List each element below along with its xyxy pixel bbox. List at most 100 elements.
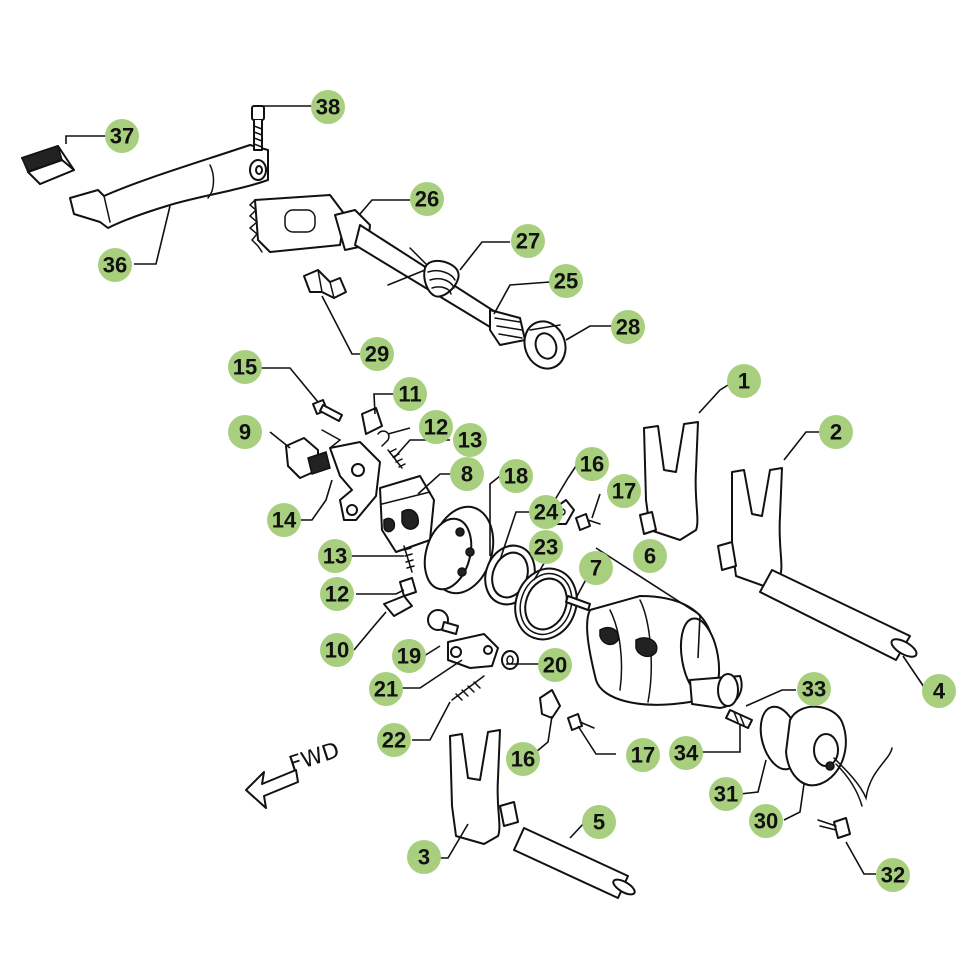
svg-text:9: 9	[239, 420, 251, 445]
svg-text:29: 29	[365, 342, 389, 367]
svg-text:34: 34	[674, 741, 699, 766]
shift-fork-1	[639, 421, 699, 541]
contact-34	[725, 709, 753, 729]
callout-24: 24	[529, 495, 563, 529]
callout-29: 29	[360, 337, 394, 371]
shift-fork-3	[449, 729, 519, 845]
svg-text:21: 21	[374, 677, 398, 702]
callout-22: 22	[377, 723, 411, 757]
svg-text:10: 10	[325, 638, 349, 663]
shift-shaft	[248, 194, 526, 346]
shaft-5	[513, 827, 636, 899]
callouts: 1 2 3 4 5 6 7 8 9 10 11 12 12 13 13 14 1…	[98, 90, 956, 892]
svg-text:13: 13	[458, 428, 482, 453]
svg-text:24: 24	[534, 500, 559, 525]
callout-3: 3	[407, 840, 441, 874]
svg-text:11: 11	[398, 382, 421, 407]
callout-16-bottom: 16	[506, 742, 540, 776]
svg-text:1: 1	[738, 369, 750, 394]
pedal-bolt	[251, 105, 265, 151]
callout-36: 36	[98, 248, 132, 282]
lever-21	[447, 633, 499, 669]
callout-9: 9	[228, 415, 262, 449]
svg-text:15: 15	[233, 355, 257, 380]
callout-18: 18	[499, 459, 533, 493]
callout-16-top: 16	[575, 447, 609, 481]
clip-12-top	[377, 430, 390, 447]
callout-10: 10	[320, 633, 354, 667]
svg-text:31: 31	[714, 782, 738, 807]
svg-text:20: 20	[543, 653, 567, 678]
callout-11: 11	[393, 377, 427, 411]
callout-8: 8	[450, 457, 484, 491]
svg-text:8: 8	[461, 462, 473, 487]
svg-text:13: 13	[323, 544, 347, 569]
callout-4: 4	[922, 674, 956, 708]
callout-38: 38	[311, 90, 345, 124]
svg-text:23: 23	[534, 535, 558, 560]
svg-text:27: 27	[516, 229, 540, 254]
forward-direction-arrow: FWD	[245, 738, 343, 809]
svg-text:16: 16	[511, 747, 535, 772]
screw-17-bottom	[567, 713, 595, 731]
svg-text:28: 28	[616, 315, 640, 340]
callout-25: 25	[549, 264, 583, 298]
block-10	[383, 595, 413, 617]
svg-text:14: 14	[272, 508, 297, 533]
neutral-switch-30	[785, 705, 893, 807]
plate-16-bottom	[539, 689, 561, 719]
callout-23: 23	[529, 530, 563, 564]
callout-1: 1	[727, 364, 761, 398]
spring-13-top	[387, 448, 406, 469]
callout-15: 15	[228, 350, 262, 384]
shift-drum-6	[586, 595, 743, 709]
drum-cam-18	[423, 505, 495, 595]
svg-text:12: 12	[325, 582, 349, 607]
svg-text:4: 4	[933, 679, 946, 704]
callout-13-top: 13	[453, 423, 487, 457]
return-spring	[387, 247, 460, 298]
svg-text:17: 17	[631, 743, 655, 768]
svg-text:33: 33	[802, 677, 826, 702]
block-11	[361, 407, 383, 435]
svg-text:12: 12	[424, 415, 448, 440]
svg-text:25: 25	[554, 269, 578, 294]
bearing-23	[514, 567, 578, 641]
callout-34: 34	[669, 736, 703, 770]
svg-text:5: 5	[593, 810, 605, 835]
svg-text:2: 2	[830, 420, 842, 445]
svg-text:7: 7	[590, 556, 602, 581]
stopper-lever-14	[321, 429, 381, 521]
screw-32	[817, 817, 851, 839]
callout-14: 14	[267, 503, 301, 537]
svg-text:37: 37	[110, 124, 134, 149]
svg-text:32: 32	[881, 863, 905, 888]
svg-text:3: 3	[418, 845, 430, 870]
callout-17-bottom: 17	[626, 738, 660, 772]
svg-text:19: 19	[397, 644, 421, 669]
spring-13-bottom	[403, 545, 415, 573]
callout-7: 7	[579, 551, 613, 585]
spring-22	[451, 675, 485, 701]
callout-17-top: 17	[607, 474, 641, 508]
callout-12-top: 12	[419, 410, 453, 444]
callout-20: 20	[538, 648, 572, 682]
small-bolt-15	[312, 399, 343, 422]
callout-32: 32	[876, 858, 910, 892]
direction-label: FWD	[286, 738, 343, 778]
callout-37: 37	[105, 119, 139, 153]
callout-13-bottom: 13	[318, 539, 352, 573]
callout-26: 26	[410, 182, 444, 216]
svg-text:26: 26	[415, 187, 439, 212]
washer-20	[501, 650, 519, 670]
callout-2: 2	[819, 415, 853, 449]
shaft-4	[759, 569, 918, 661]
shift-fork-2	[717, 467, 783, 587]
svg-text:6: 6	[644, 544, 656, 569]
svg-text:16: 16	[580, 452, 604, 477]
callout-5: 5	[582, 805, 616, 839]
callout-21: 21	[369, 672, 403, 706]
callout-31: 31	[709, 777, 743, 811]
svg-text:18: 18	[504, 464, 528, 489]
svg-text:36: 36	[103, 253, 127, 278]
